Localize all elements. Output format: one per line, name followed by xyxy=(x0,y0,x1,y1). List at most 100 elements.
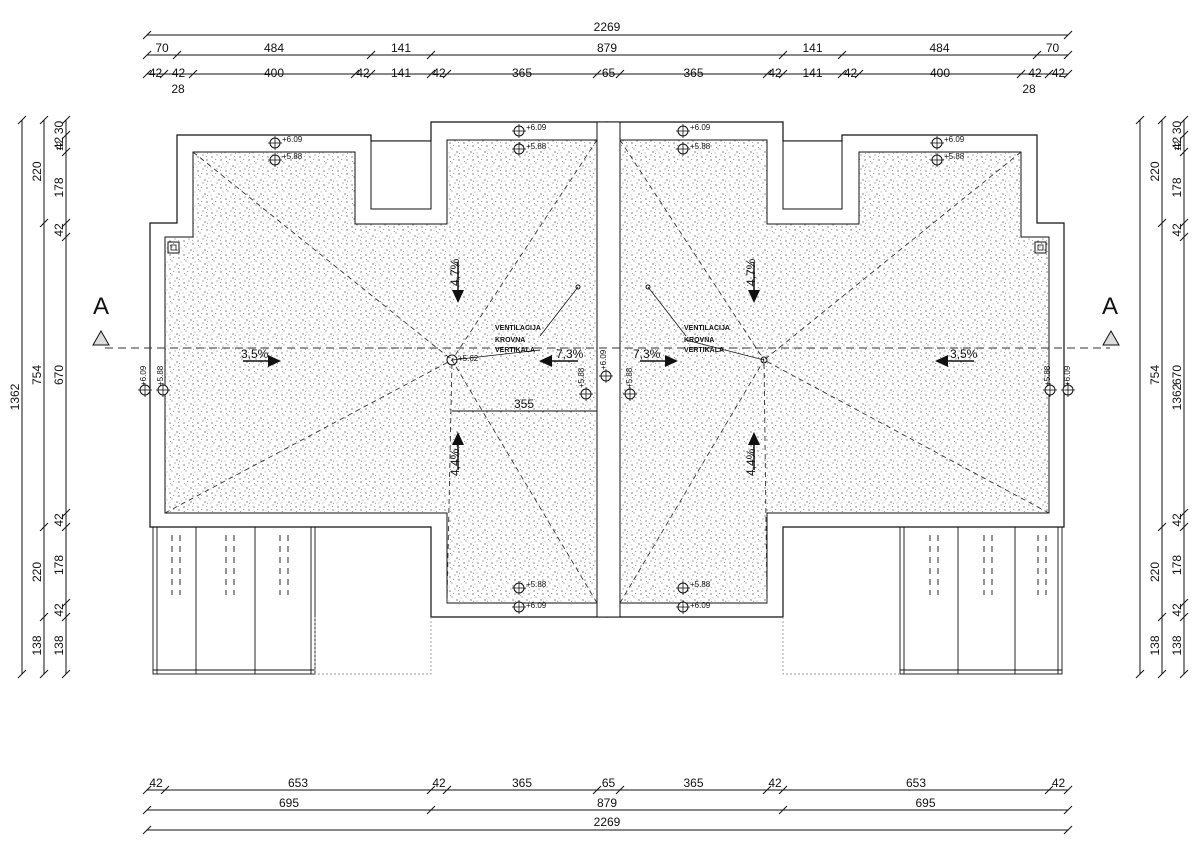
arrow-down-icon xyxy=(452,290,464,303)
left-inner-dim-7: 42 xyxy=(52,603,66,617)
top-row2-dim-3: 42 xyxy=(356,66,370,80)
left-mid-dim-0: 220 xyxy=(30,161,44,181)
top-row2-dim-1: 42 xyxy=(172,66,186,80)
top-small-left: 28 xyxy=(171,82,185,96)
bottom-row1-dim-6: 42 xyxy=(768,776,782,790)
vent-annotation-right: VENTILACIJA KROVNA VERTIKALA xyxy=(645,284,768,364)
left-outer-dim: 1362 xyxy=(8,383,22,410)
level-marker-icon xyxy=(676,581,690,595)
bottom-row1-dim-3: 365 xyxy=(512,776,532,790)
slope-right-east: 3,5% xyxy=(950,347,978,361)
right-inner-dim-1: 42 xyxy=(1170,137,1184,151)
right-outer-dim: 1362 xyxy=(1170,383,1184,410)
svg-text:+5.88: +5.88 xyxy=(526,580,547,589)
left-inner-dim-8: 138 xyxy=(52,635,66,655)
left-inner-dim-5: 42 xyxy=(52,513,66,527)
top-row2-dim-5: 42 xyxy=(432,66,446,80)
svg-text:+5.88: +5.88 xyxy=(690,580,711,589)
top-dimension-lines xyxy=(142,30,1073,79)
right-terrace-notch xyxy=(782,140,843,210)
left-inner-dim-3: 42 xyxy=(52,223,66,237)
left-inner-dim-4: 670 xyxy=(52,365,66,385)
bottom-dimension-lines xyxy=(142,785,1073,835)
bottom-row1-dim-5: 365 xyxy=(683,776,703,790)
top-row2-dim-9: 42 xyxy=(768,66,782,80)
level-marker-icon xyxy=(512,142,526,156)
right-inner-dim-0: 30 xyxy=(1170,121,1184,135)
vent-annotation-left: VENTILACIJA KROVNA VERTIKALA +5.62 xyxy=(446,284,581,366)
vent-point-right-icon xyxy=(760,356,768,364)
left-inner-dim-0: 30 xyxy=(52,121,66,135)
top-row1-dim-5: 484 xyxy=(929,41,949,55)
level-marker-icon xyxy=(676,142,690,156)
arrow-west-icon xyxy=(539,355,552,367)
level-marker-icon xyxy=(1043,383,1057,397)
svg-text:+5.88: +5.88 xyxy=(690,142,711,151)
top-row2-dim-14: 42 xyxy=(1052,66,1066,80)
party-wall xyxy=(596,121,621,618)
svg-text:KROVNA: KROVNA xyxy=(495,337,525,344)
left-terrace-notch xyxy=(370,140,432,210)
arrow-west-icon xyxy=(935,355,948,367)
bottom-row2-dim-2: 695 xyxy=(915,796,935,810)
top-row1-dim-6: 70 xyxy=(1046,41,1060,55)
bottom-row2-dim-1: 879 xyxy=(597,796,617,810)
level-marker-icon xyxy=(579,387,593,401)
bottom-row2-dim-0: 695 xyxy=(279,796,299,810)
left-pergola xyxy=(152,526,432,675)
svg-text:355: 355 xyxy=(514,397,534,411)
level-marker-icon xyxy=(268,136,282,150)
level-marker-icon xyxy=(676,124,690,138)
level-marker-icon xyxy=(599,369,613,383)
right-chimney-icon xyxy=(1034,241,1047,254)
right-mid-dim-2: 220 xyxy=(1148,562,1162,582)
top-row2-dim-13: 42 xyxy=(1028,66,1042,80)
roof-ridge-lines xyxy=(164,139,1050,604)
vent-point-left-icon xyxy=(446,354,458,366)
bottom-row1-dim-7: 653 xyxy=(906,776,926,790)
level-marker-icon xyxy=(512,581,526,595)
bottom-row1-dim-0: 42 xyxy=(149,776,163,790)
left-inner-dim-1: 42 xyxy=(52,137,66,151)
slope-labels: 3,5% 4,7% 7,3% 4,4% 7,3% 4,7% 3,5% 4,4% xyxy=(241,258,978,476)
level-markers: +6.09 +5.88 +6.09 +5.88 +6.09 +5.88 +6.0… xyxy=(138,123,1075,614)
left-small-dim: 12 xyxy=(55,141,65,151)
right-inner-dim-5: 42 xyxy=(1170,513,1184,527)
arrow-east-icon xyxy=(268,355,281,367)
svg-text:+5.88: +5.88 xyxy=(577,367,586,388)
bottom-row1-dim-8: 42 xyxy=(1052,776,1066,790)
right-small-dim: 12 xyxy=(1173,141,1183,151)
svg-text:KROVNA: KROVNA xyxy=(684,337,714,344)
left-inner-dim-2: 178 xyxy=(52,177,66,197)
right-dimension-lines xyxy=(1135,115,1189,679)
svg-text:VERTIKALA: VERTIKALA xyxy=(684,347,724,354)
svg-text:+5.62: +5.62 xyxy=(458,354,479,363)
level-marker-icon xyxy=(623,387,637,401)
level-marker-icon xyxy=(676,600,690,614)
right-mid-dim-1: 754 xyxy=(1148,365,1162,385)
left-chimney-icon xyxy=(167,241,180,254)
slope-left-east: 7,3% xyxy=(556,347,584,361)
right-inner-dim-6: 178 xyxy=(1170,555,1184,575)
svg-text:+5.88: +5.88 xyxy=(944,152,965,161)
right-unit-roof xyxy=(606,121,1065,618)
left-dimension-lines xyxy=(17,115,71,679)
top-row2-dim-12: 400 xyxy=(930,66,950,80)
top-row1-dim-3: 879 xyxy=(597,41,617,55)
svg-text:+5.88: +5.88 xyxy=(282,152,303,161)
top-row2-dim-8: 365 xyxy=(683,66,703,80)
left-inner-dim-6: 178 xyxy=(52,555,66,575)
level-marker-icon xyxy=(930,153,944,167)
bottom-row1-dim-4: 65 xyxy=(602,776,616,790)
top-row2-dim-11: 42 xyxy=(844,66,858,80)
bottom-row1-dim-2: 42 xyxy=(432,776,446,790)
level-marker-icon xyxy=(138,383,152,397)
top-row2-dim-0: 42 xyxy=(149,66,163,80)
left-unit-roof xyxy=(149,121,608,618)
arrow-east-icon xyxy=(665,355,678,367)
top-row1-dim-0: 70 xyxy=(155,41,169,55)
